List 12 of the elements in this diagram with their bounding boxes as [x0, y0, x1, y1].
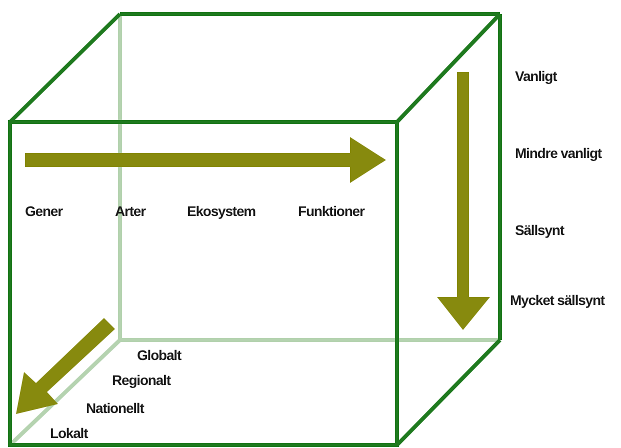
axis-label: Sällsynt — [515, 222, 564, 238]
axis-label: Regionalt — [112, 372, 170, 388]
axis-label: Vanligt — [515, 68, 557, 84]
axis-label: Gener — [25, 203, 62, 219]
axis-label: Funktioner — [298, 203, 364, 219]
axis-label: Mycket sällsynt — [510, 292, 604, 308]
axis-label: Arter — [115, 203, 146, 219]
axis-label: Globalt — [137, 347, 182, 363]
axis-label: Lokalt — [50, 425, 88, 441]
axis-label: Mindre vanligt — [515, 145, 602, 161]
axis-label: Nationellt — [86, 400, 144, 416]
axis-label: Ekosystem — [187, 203, 256, 219]
